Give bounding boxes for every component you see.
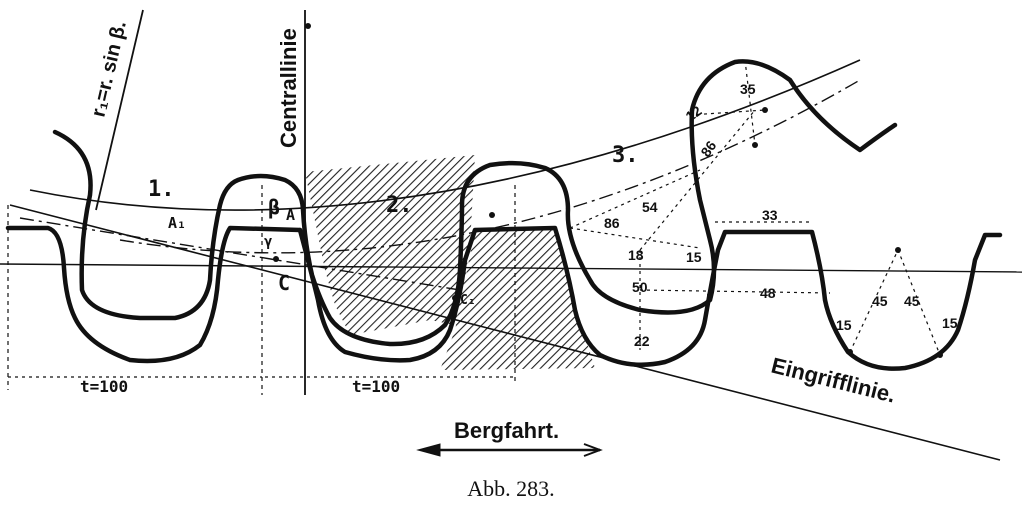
figure-caption: Abb. 283. [467,476,555,501]
point-c1-label: C₁ [460,293,476,308]
angle-mark-label: γ [264,234,272,250]
point-a1-label: A₁ [168,214,186,232]
tooth-outlines [5,59,1003,371]
dim-50: 50 [632,279,648,295]
dim-35: 35 [740,81,756,97]
direction-arrow [416,443,603,457]
centre-line-label: Centrallinie [276,28,301,148]
dim-86-lower: 86 [604,215,620,231]
pitch-arc-lower [119,79,861,254]
pitch-arc-upper [29,59,861,211]
dim-15-c: 15 [942,315,958,331]
radius-line [95,9,144,211]
dim-54: 54 [642,199,658,215]
dim-45-a: 45 [872,293,888,309]
hatched-tooth-region-lower [440,228,595,370]
tooth-3-label: 3. [612,143,639,168]
upper-tooth-1 [52,59,898,347]
pitch-line [0,263,1022,273]
dash-dot-line [19,217,461,291]
dim-48: 48 [760,285,776,301]
construction-lines [0,9,1022,461]
hatched-tooth-region-upper [305,155,475,335]
dim-18: 18 [628,247,644,263]
pitch-left-label: t=100 [80,377,128,396]
direction-label: Bergfahrt. [454,418,559,443]
point-c-label: C [278,271,290,295]
radius-formula-label: r₁=r. sin β. [87,19,130,119]
dim-15-a: 15 [686,249,702,265]
dimension-lines [569,59,941,356]
point-markers [273,23,943,358]
tooth-1-label: 1. [148,177,175,202]
lower-rack-outline [297,225,1003,371]
beta-label: β [268,195,280,219]
tooth-2-label: 2. [386,193,413,218]
left-rack-outline [5,225,303,364]
dim-22: 22 [634,333,650,349]
dim-33: 33 [762,207,778,223]
dim-12: 12 [683,102,705,124]
dim-45-b: 45 [904,293,920,309]
point-a-label: A [286,206,295,224]
pitch-mid-label: t=100 [352,377,400,396]
dim-15-b: 15 [836,317,852,333]
line-of-action-label: Eingrifflinie. [769,353,898,408]
